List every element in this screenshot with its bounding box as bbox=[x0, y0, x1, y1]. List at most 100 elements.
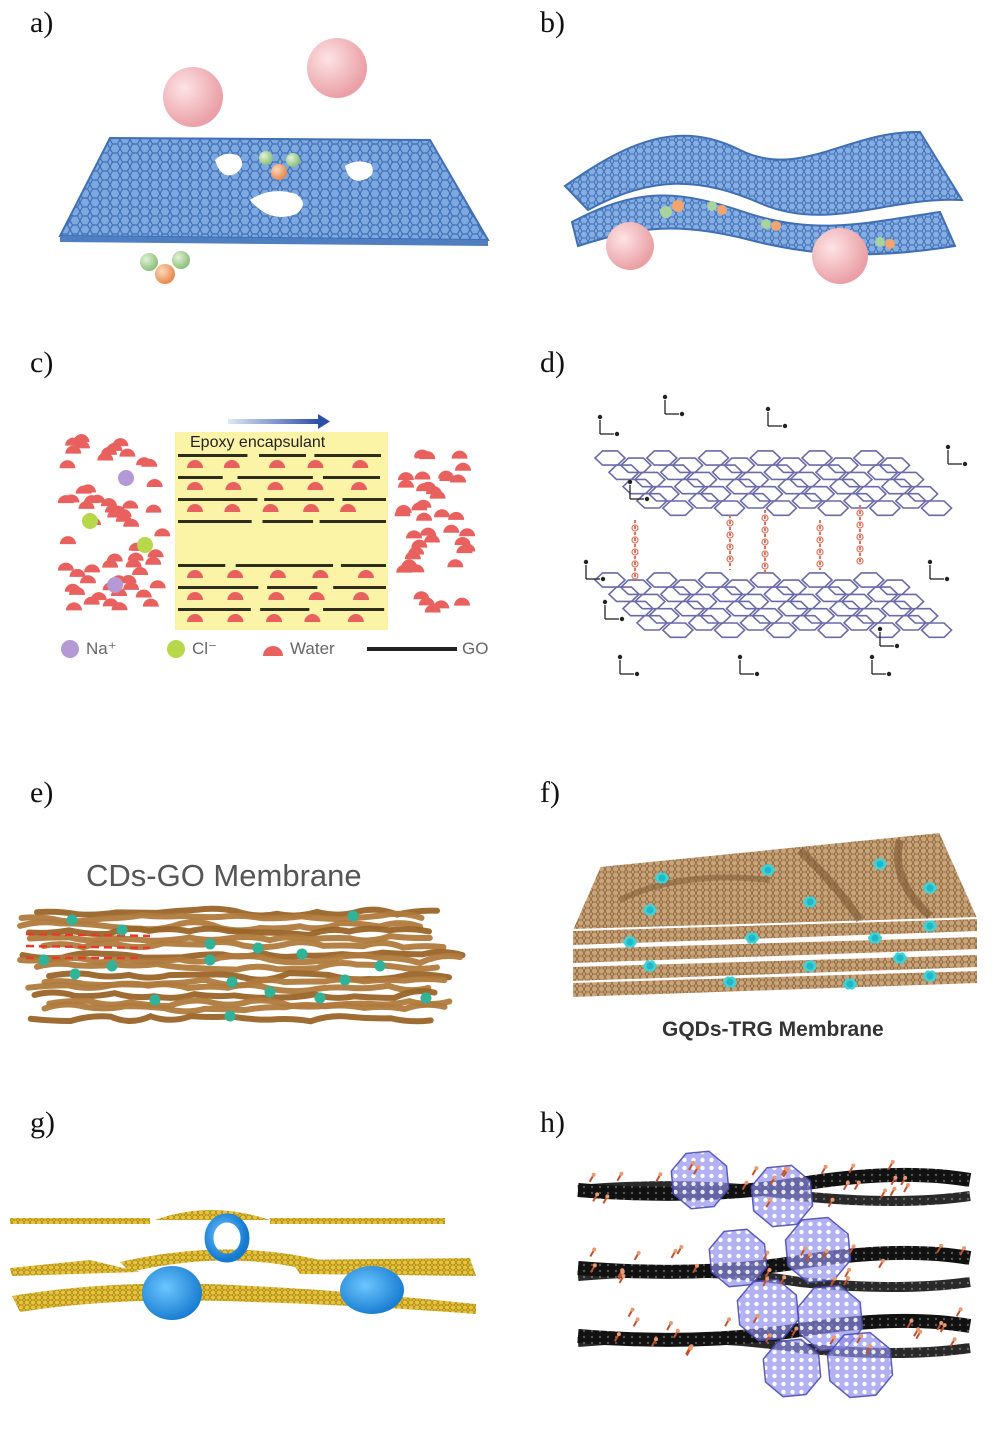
carbon-dot bbox=[420, 992, 432, 1004]
link-atom bbox=[726, 543, 734, 551]
panel-label-d: d) bbox=[540, 346, 565, 379]
carbon-ring bbox=[635, 492, 669, 509]
link-atom bbox=[816, 524, 824, 532]
functional-group-atom bbox=[768, 1198, 773, 1203]
panel-label-g: g) bbox=[30, 1106, 55, 1139]
water-molecule bbox=[414, 471, 431, 480]
carbon-dot bbox=[116, 924, 128, 936]
functional-group-atom bbox=[635, 1317, 640, 1322]
carboxyl-atom bbox=[886, 671, 892, 677]
water-molecule bbox=[416, 483, 433, 492]
functional-group-atom bbox=[619, 1171, 624, 1176]
link-atom bbox=[856, 557, 864, 565]
water-molecule bbox=[100, 498, 117, 507]
carbon-ring bbox=[687, 614, 720, 631]
framework-cages bbox=[670, 1150, 894, 1399]
water-molecule bbox=[448, 511, 465, 520]
water-molecule bbox=[307, 482, 324, 490]
go-sheet bbox=[40, 939, 447, 951]
functional-group-atom bbox=[592, 1247, 597, 1252]
functional-group-atom bbox=[832, 1276, 837, 1281]
functional-group-atom bbox=[856, 1180, 861, 1185]
water-molecule bbox=[303, 504, 320, 512]
link-atom bbox=[631, 548, 639, 556]
carboxyl-atom bbox=[600, 576, 606, 582]
carboxyl-atom bbox=[782, 423, 788, 429]
carboxyl-atom bbox=[927, 559, 933, 565]
panel-label-f: f) bbox=[540, 776, 560, 809]
crosslinker-chains bbox=[631, 505, 864, 580]
nanopore bbox=[250, 191, 303, 217]
functional-group-atom bbox=[868, 1344, 873, 1349]
water-molecule bbox=[65, 445, 82, 454]
go-sheet bbox=[178, 476, 223, 479]
water-molecule bbox=[187, 482, 203, 490]
carbon-dot bbox=[38, 954, 50, 966]
go-sheet bbox=[41, 1001, 448, 1015]
functional-group-atom bbox=[794, 1326, 799, 1331]
carboxyl-atom bbox=[962, 461, 968, 467]
functional-group-atom bbox=[859, 1333, 864, 1338]
water-molecule bbox=[125, 559, 142, 568]
ion-sphere bbox=[140, 253, 158, 271]
legend-water-label: Water bbox=[290, 639, 335, 658]
na-ion bbox=[107, 577, 123, 593]
carboxyl-groups bbox=[583, 394, 968, 677]
functional-group-atom bbox=[903, 1175, 908, 1180]
water-molecule bbox=[83, 495, 100, 504]
go-sheet bbox=[323, 608, 385, 611]
link-atom bbox=[726, 531, 734, 539]
graphene-sheet bbox=[58, 136, 490, 242]
water-molecule bbox=[187, 460, 203, 468]
functional-group-atom bbox=[727, 1317, 732, 1322]
panel-c-illustration bbox=[57, 414, 476, 658]
go-sheet bbox=[314, 454, 381, 457]
legend-cl-label: Cl⁻ bbox=[192, 639, 218, 658]
carbon-dot bbox=[339, 974, 351, 986]
water-molecule bbox=[394, 508, 411, 517]
go-sheet bbox=[319, 520, 386, 523]
go-sheet bbox=[260, 608, 310, 611]
water-molecule bbox=[135, 589, 152, 598]
carbon-ring bbox=[920, 500, 953, 517]
water-molecule bbox=[347, 614, 364, 622]
go-sheet bbox=[333, 586, 386, 589]
quantum-dot bbox=[926, 922, 934, 930]
trg-layer bbox=[571, 968, 979, 1000]
legend-water-swatch bbox=[263, 646, 283, 656]
carbon-ring bbox=[593, 572, 627, 588]
panel-label-c: c) bbox=[30, 346, 54, 379]
carbon-ring bbox=[697, 572, 730, 588]
flow-arrow-head bbox=[318, 414, 330, 429]
go-sheet bbox=[178, 586, 259, 589]
functional-group-atom bbox=[883, 1188, 888, 1193]
water-molecule bbox=[187, 504, 203, 512]
water-molecule bbox=[120, 575, 137, 584]
legend-cl-swatch bbox=[167, 640, 185, 658]
functional-group-atom bbox=[808, 1252, 813, 1257]
water-molecule bbox=[84, 564, 101, 573]
functional-group-atom bbox=[823, 1164, 828, 1169]
go-sheet bbox=[237, 476, 313, 479]
panel-e: e) CDs-GO Membrane bbox=[0, 770, 500, 1120]
functional-groups bbox=[588, 1159, 967, 1357]
link-atom bbox=[761, 526, 769, 534]
graphene-flake bbox=[120, 1249, 320, 1272]
functional-group-atom bbox=[620, 1270, 625, 1275]
wrinkle bbox=[797, 847, 864, 923]
mof-cage bbox=[750, 1164, 814, 1228]
water-molecule bbox=[75, 485, 92, 494]
carbon-ring bbox=[842, 614, 876, 631]
graphene-flake bbox=[270, 1218, 445, 1224]
mof-cage bbox=[762, 1338, 822, 1398]
carbon-ring bbox=[852, 572, 885, 588]
wrinkle bbox=[618, 874, 771, 903]
carboxyl-atom bbox=[597, 414, 603, 420]
functional-group-atom bbox=[691, 1160, 696, 1165]
functional-group-atom bbox=[892, 1186, 897, 1191]
water-molecule bbox=[423, 534, 440, 543]
panel-g-illustration bbox=[10, 1210, 476, 1320]
legend-go-label: GO bbox=[462, 639, 489, 658]
go-sheet-lower bbox=[593, 572, 953, 639]
go-sheet bbox=[25, 980, 432, 995]
